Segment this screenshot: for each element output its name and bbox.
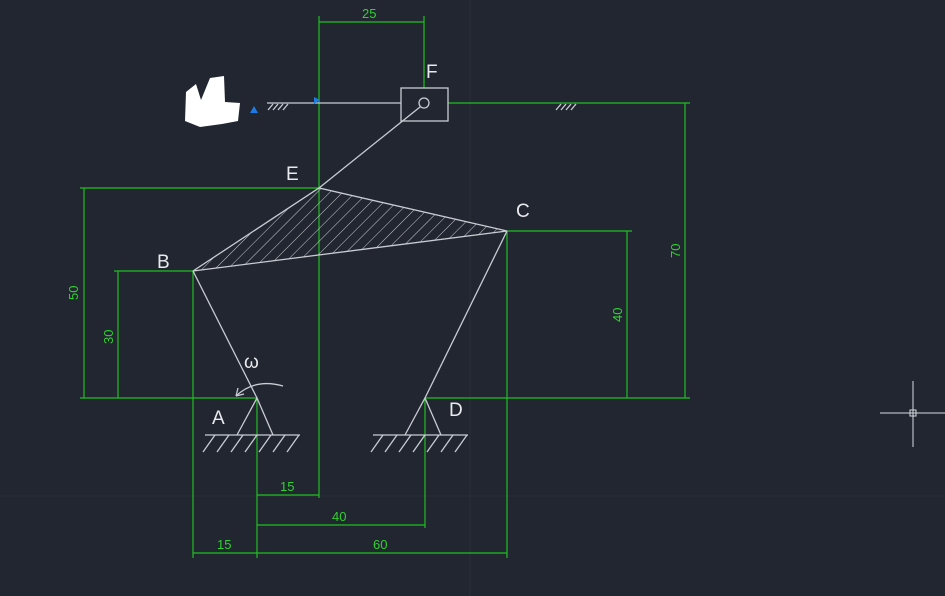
rocker-cd[interactable] bbox=[424, 230, 508, 399]
ground-support-a bbox=[202, 396, 300, 453]
dim-bottom-60: 60 bbox=[373, 537, 387, 552]
dim-right-40: 40 bbox=[610, 308, 625, 322]
point-label-e: E bbox=[286, 164, 299, 185]
point-label-c: C bbox=[516, 201, 530, 222]
dim-right-70: 70 bbox=[668, 244, 683, 258]
dim-bottom-15-ae: 15 bbox=[280, 479, 294, 494]
coupler-triangle-bec[interactable] bbox=[192, 187, 508, 272]
redaction-scribble bbox=[185, 76, 240, 127]
dim-bottom-15-ba: 15 bbox=[217, 537, 231, 552]
point-label-d: D bbox=[449, 400, 463, 421]
grip-marker-icon[interactable] bbox=[250, 106, 258, 113]
dim-left-50: 50 bbox=[66, 286, 81, 300]
link-ef[interactable] bbox=[318, 106, 421, 189]
omega-label: ω bbox=[244, 352, 259, 373]
ground-support-d bbox=[370, 396, 468, 453]
grip-marker-icon[interactable] bbox=[314, 97, 320, 104]
crank-ab[interactable] bbox=[192, 270, 258, 399]
point-label-b: B bbox=[157, 252, 170, 273]
dim-top-ef: 25 bbox=[362, 6, 376, 21]
slider-block-f[interactable] bbox=[400, 87, 449, 122]
dim-bottom-40: 40 bbox=[332, 509, 346, 524]
slider-guide bbox=[267, 102, 577, 111]
point-label-a: A bbox=[212, 408, 225, 429]
dim-left-30: 30 bbox=[101, 330, 116, 344]
point-label-f: F bbox=[426, 62, 438, 83]
dimension-lines bbox=[80, 16, 690, 558]
angular-velocity-arrow-icon bbox=[235, 382, 284, 397]
crosshair-cursor-icon bbox=[880, 381, 945, 447]
